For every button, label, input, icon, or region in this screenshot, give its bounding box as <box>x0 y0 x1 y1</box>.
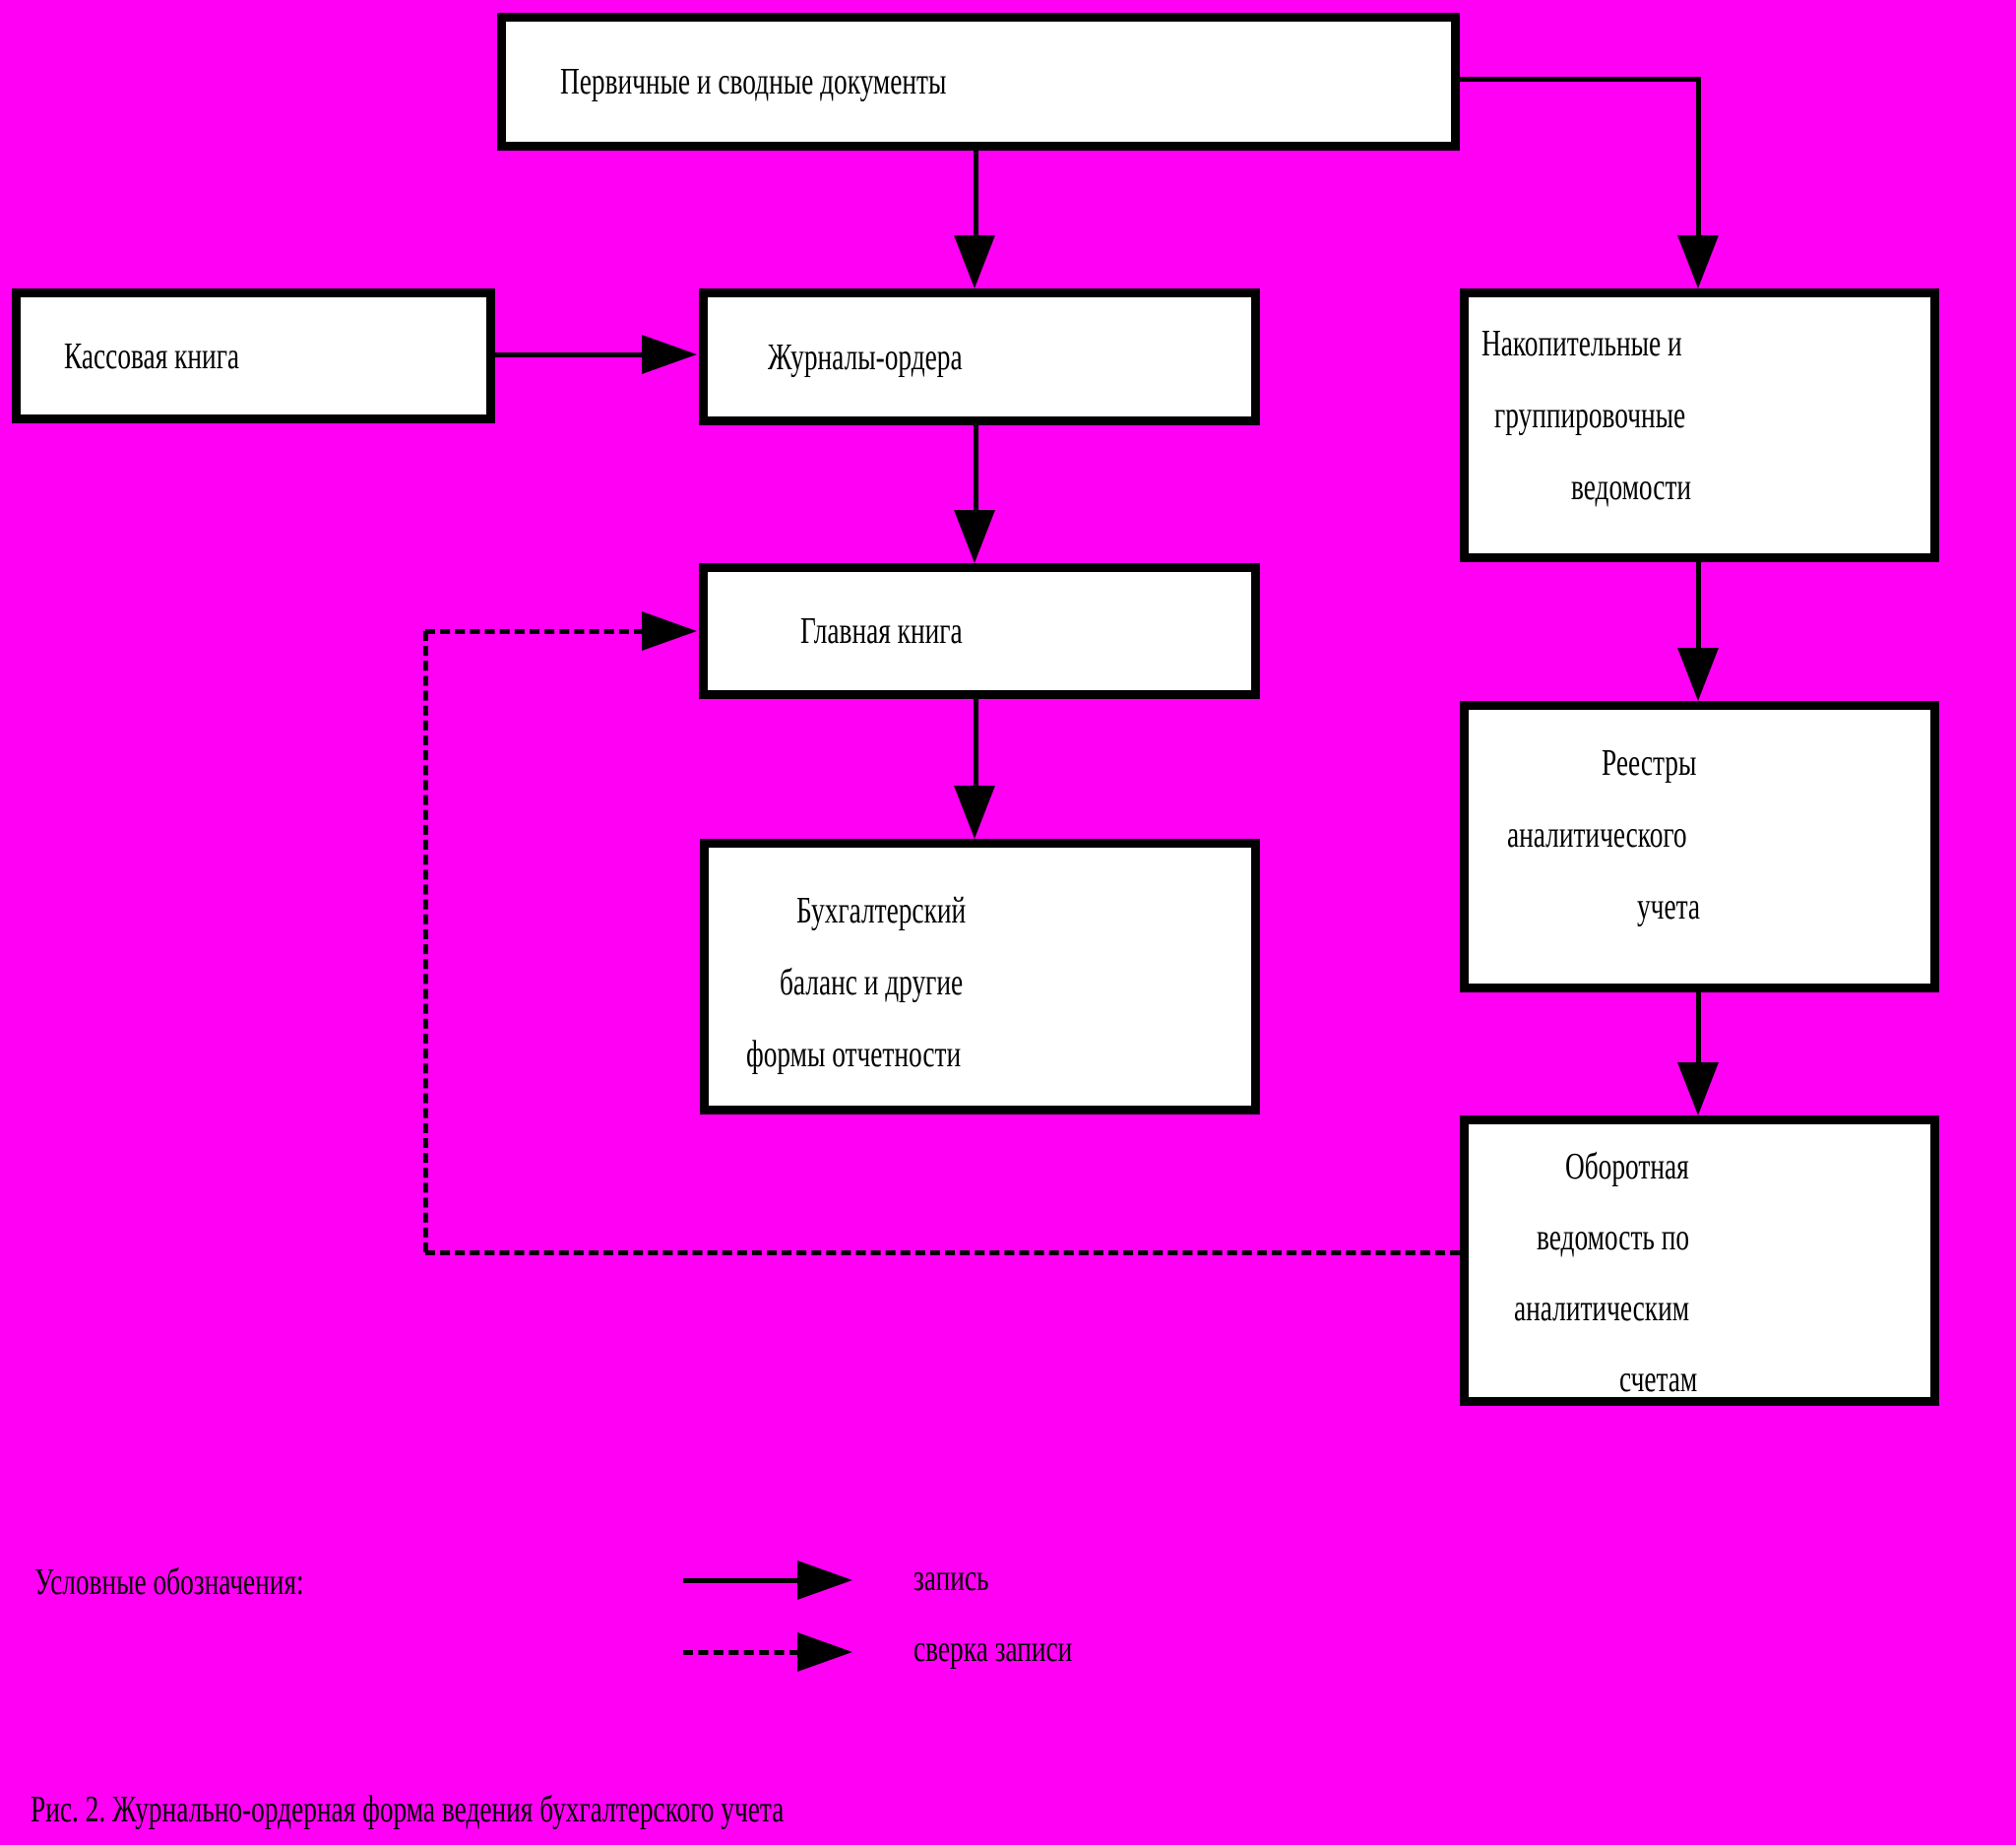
node-turnover-sheet-line: аналитическим <box>1514 1288 1690 1329</box>
arrowhead-right-icon <box>642 611 697 651</box>
node-journal-orders-label: Журналы-ордера <box>768 336 963 378</box>
arrow-line <box>974 151 978 239</box>
node-analytical-registers-line: Реестры <box>1602 742 1697 784</box>
node-general-ledger: Главная книга <box>699 563 1260 699</box>
node-balance-sheet-line: баланс и другие <box>780 962 964 1003</box>
arrowhead-down-icon <box>954 235 995 288</box>
arrowhead-right-icon <box>797 1560 852 1600</box>
arrow-line <box>974 425 978 512</box>
legend-item-label: сверка записи <box>914 1628 1073 1670</box>
node-turnover-sheet-line: Оборотная <box>1565 1146 1689 1187</box>
arrowhead-right-icon <box>642 335 697 374</box>
node-analytical-registers-line: аналитического <box>1507 814 1687 856</box>
node-analytical-registers: Реестры аналитического учета <box>1460 701 1939 992</box>
legend-title: Условные обозначения: <box>34 1561 304 1603</box>
arrowhead-down-icon <box>954 510 995 563</box>
arrowhead-down-icon <box>1677 1062 1719 1115</box>
node-cumulative-sheets-line: Накопительные и <box>1481 323 1682 364</box>
node-primary-documents: Первичные и сводные документы <box>497 13 1460 151</box>
arrowhead-down-icon <box>1677 235 1719 288</box>
arrow-line <box>974 699 978 788</box>
node-turnover-sheet: Оборотная ведомость по аналитическим сче… <box>1460 1115 1939 1406</box>
arrowhead-down-icon <box>954 786 995 839</box>
node-cash-book: Кассовая книга <box>12 288 495 423</box>
node-balance-sheet-line: формы отчетности <box>746 1034 962 1075</box>
arrow-line <box>1696 992 1701 1064</box>
dashed-line <box>425 629 644 634</box>
arrow-line <box>1460 77 1701 82</box>
figure-caption: Рис. 2. Журнально-ордерная форма ведения… <box>31 1789 785 1830</box>
node-cumulative-sheets-line: ведомости <box>1571 467 1692 508</box>
node-analytical-registers-line: учета <box>1637 886 1701 927</box>
arrow-line <box>1696 77 1701 239</box>
arrowhead-right-icon <box>797 1632 852 1672</box>
dashed-line <box>425 1250 1460 1255</box>
arrow-line <box>495 352 645 357</box>
node-cumulative-sheets-line: группировочные <box>1494 395 1686 436</box>
node-turnover-sheet-line: ведомость по <box>1537 1217 1690 1258</box>
legend-solid-arrow-line <box>683 1578 799 1583</box>
node-balance-sheet: Бухгалтерский баланс и другие формы отче… <box>700 839 1260 1114</box>
legend-dashed-arrow-line <box>683 1650 799 1655</box>
node-primary-documents-label: Первичные и сводные документы <box>560 61 947 102</box>
legend-item-label: запись <box>914 1558 989 1599</box>
node-general-ledger-label: Главная книга <box>800 610 963 652</box>
arrow-line <box>1696 562 1701 649</box>
node-journal-orders: Журналы-ордера <box>699 288 1260 425</box>
node-balance-sheet-line: Бухгалтерский <box>796 890 967 931</box>
arrowhead-down-icon <box>1677 648 1719 701</box>
node-cumulative-sheets: Накопительные и группировочные ведомости <box>1460 288 1939 562</box>
dashed-line <box>423 631 428 1252</box>
node-turnover-sheet-line: счетам <box>1619 1359 1698 1400</box>
node-cash-book-label: Кассовая книга <box>64 335 240 377</box>
